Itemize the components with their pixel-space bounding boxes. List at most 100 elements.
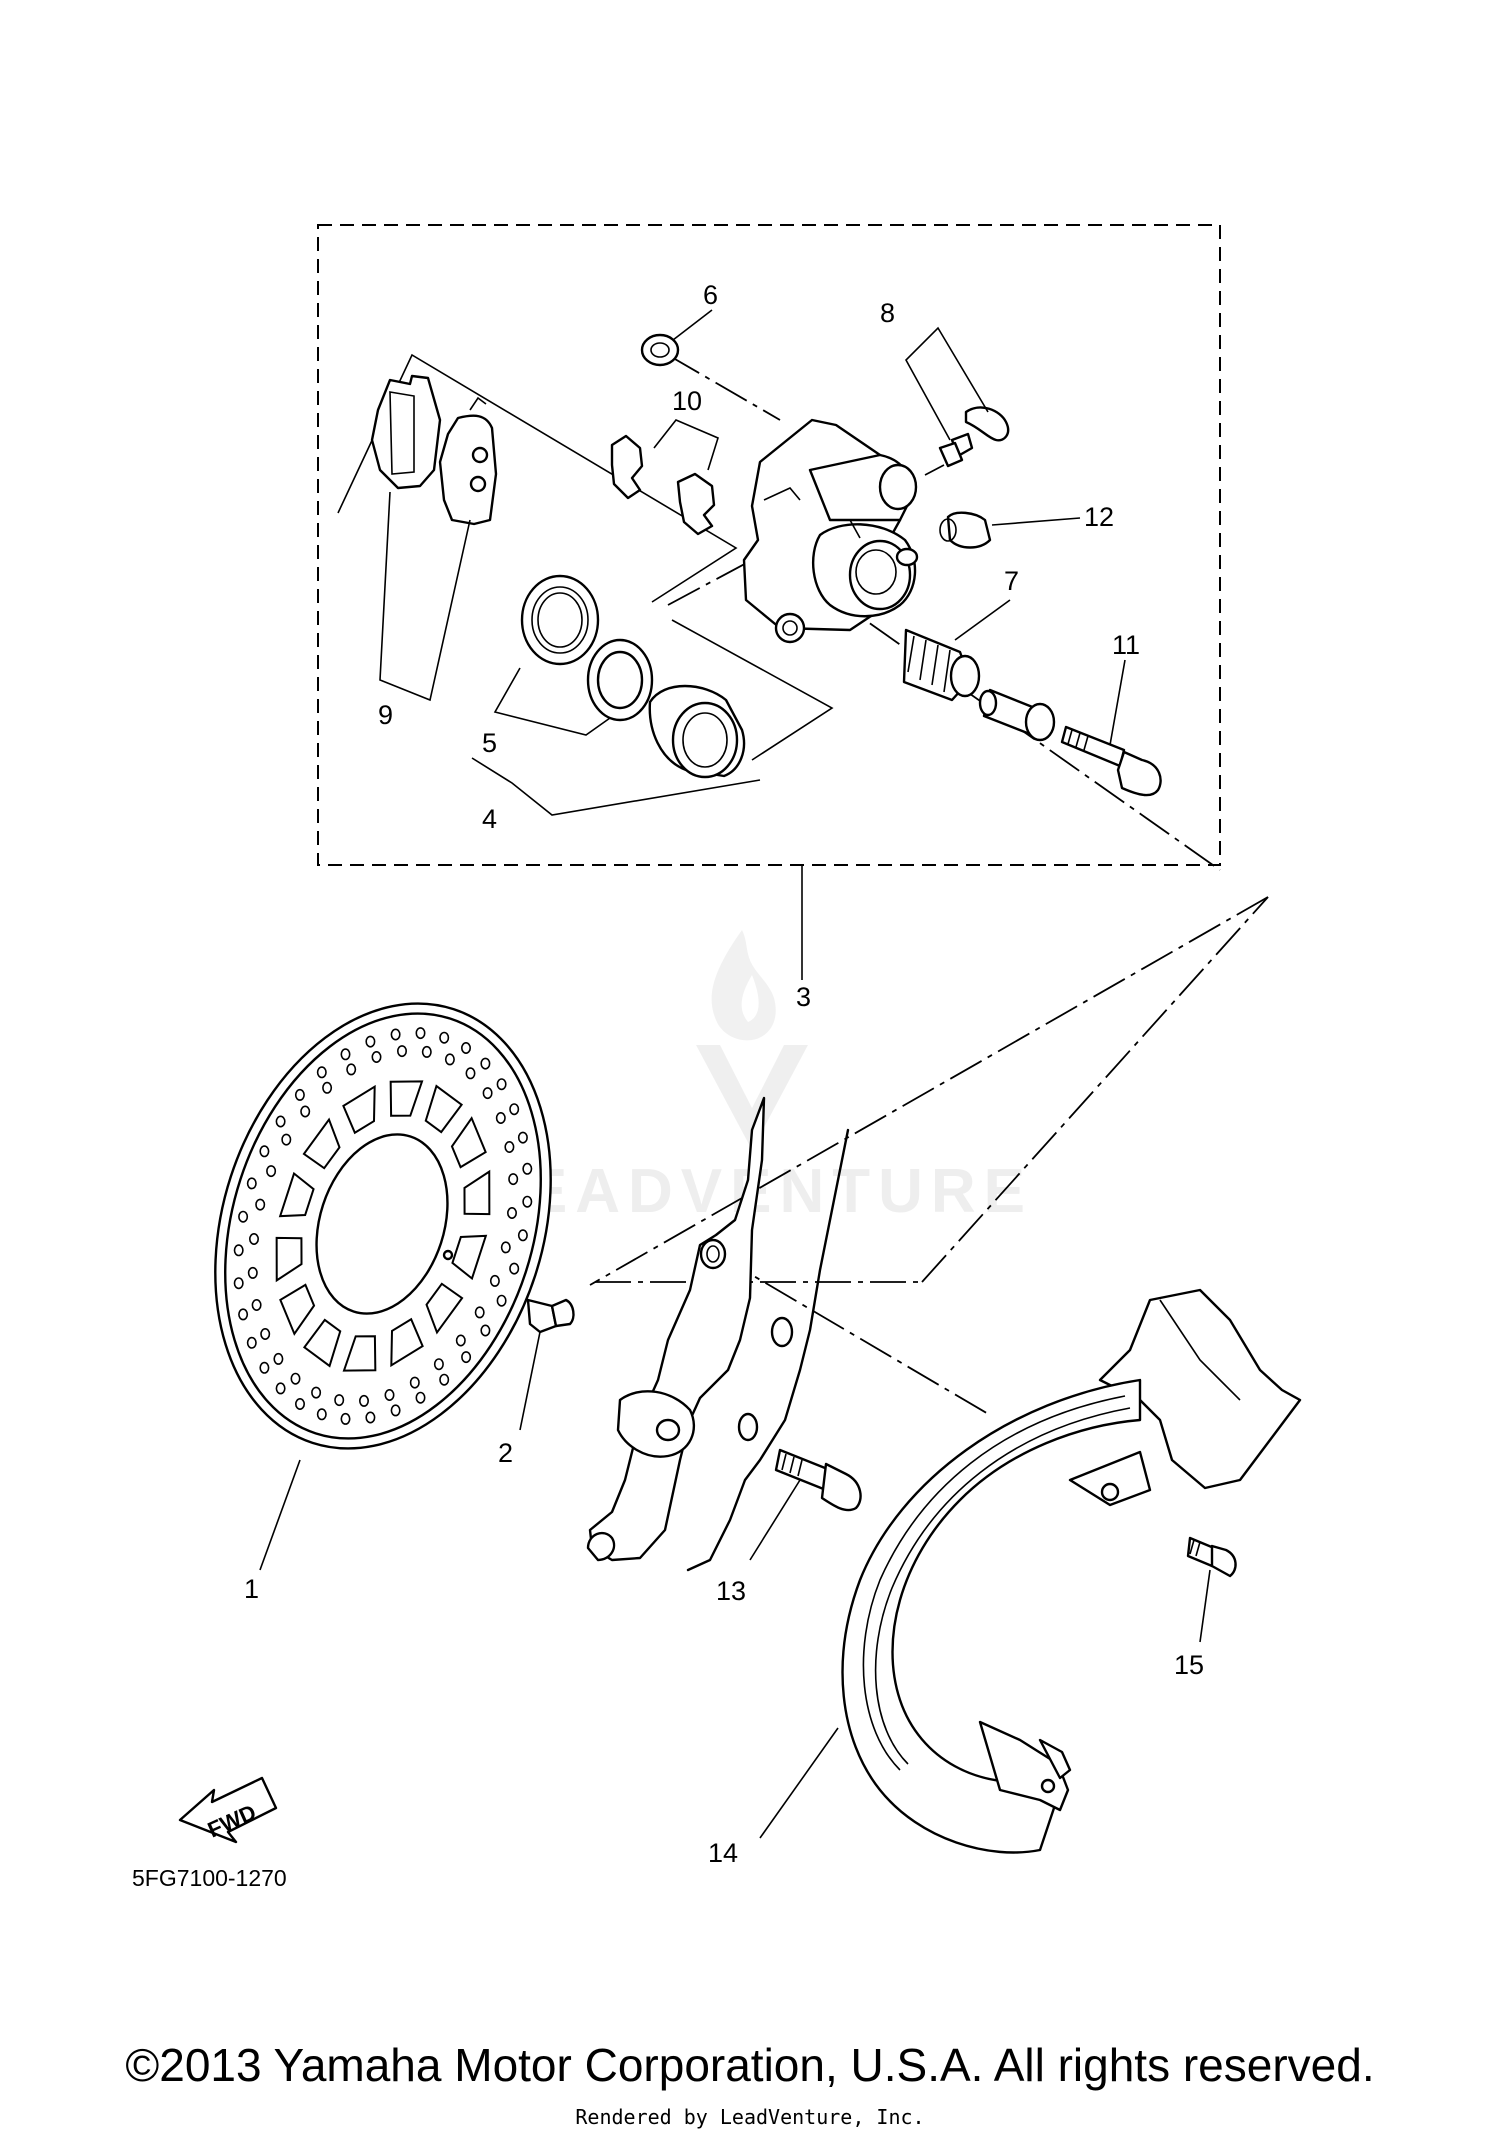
disc-hole [522, 1162, 533, 1175]
disc-slot [342, 1335, 377, 1372]
diagram-part-code: 5FG7100-1270 [132, 1865, 287, 1891]
disc-slot [450, 1116, 487, 1169]
disc-hole [322, 1081, 333, 1094]
disc-hole [460, 1042, 471, 1055]
disc-hole [246, 1336, 257, 1349]
callout-4: 4 [482, 804, 497, 834]
callout-9: 9 [378, 700, 393, 730]
disc-hole [233, 1244, 244, 1257]
disc-hole [480, 1057, 491, 1070]
disc-slot [463, 1169, 491, 1216]
disc-hole [390, 1028, 401, 1041]
disc-hole [290, 1372, 301, 1385]
disc-hole [275, 1115, 286, 1128]
front-fork-leg [586, 1096, 850, 1572]
bleed-screw [905, 326, 1010, 476]
callout-14: 14 [708, 1838, 738, 1868]
callout-10: 10 [672, 386, 702, 416]
disc-hole [415, 1391, 426, 1404]
disc-hole [371, 1051, 382, 1064]
disc-hole [480, 1324, 491, 1337]
fwd-arrow-icon: FWD [178, 1776, 278, 1844]
callout-1: 1 [244, 1574, 259, 1604]
disc-hole [439, 1373, 450, 1386]
disc-hole [504, 1141, 515, 1154]
disc-slot [424, 1084, 464, 1134]
disc-hole [444, 1053, 455, 1066]
caliper-pin [978, 688, 1056, 742]
fork-bolt [749, 1448, 862, 1561]
disc-slot [390, 1317, 424, 1368]
disc-hole [247, 1266, 258, 1279]
disc-hole [496, 1294, 507, 1307]
disc-slot [278, 1171, 315, 1218]
pin-boot [902, 599, 1011, 702]
disc-slot [389, 1080, 424, 1117]
disc-guard [759, 1288, 1302, 1854]
disc-hole [509, 1103, 520, 1116]
disc-hole [496, 1078, 507, 1091]
disc-hole [251, 1299, 262, 1312]
disc-hole [365, 1411, 376, 1424]
disc-hole [365, 1035, 376, 1048]
disc-hole [260, 1328, 271, 1341]
pad-clips [610, 419, 719, 536]
callout-13: 13 [716, 1576, 746, 1606]
callout-15: 15 [1174, 1650, 1204, 1680]
piston-seals [493, 574, 654, 736]
disc-hole [255, 1198, 266, 1211]
disc-hole [439, 1031, 450, 1044]
disc-slot [302, 1117, 341, 1170]
callout-11: 11 [1112, 630, 1140, 660]
disc-hole [474, 1306, 485, 1319]
disc-hole [508, 1173, 519, 1186]
disc-hole [461, 1351, 472, 1364]
disc-hole [316, 1408, 327, 1421]
disc-hole [238, 1308, 249, 1321]
disc-hole [249, 1233, 260, 1246]
disc-hole [259, 1145, 270, 1158]
disc-hole [509, 1262, 520, 1275]
disc-hole [409, 1376, 420, 1389]
copyright-notice: ©2013 Yamaha Motor Corporation, U.S.A. A… [125, 2039, 1375, 2091]
disc-hole [281, 1133, 292, 1146]
disc-hole [346, 1063, 357, 1076]
disc-hole [334, 1394, 345, 1407]
guard-bolt [1186, 1536, 1237, 1643]
disc-hole [294, 1088, 305, 1101]
disc-hole [300, 1105, 311, 1118]
brake-disc [214, 1002, 552, 1571]
caliper-bolt [1060, 659, 1162, 797]
disc-hole [415, 1027, 426, 1040]
disc-hole [384, 1389, 395, 1402]
disc-slot [275, 1236, 303, 1283]
disc-slot [302, 1318, 342, 1368]
callout-12: 12 [1084, 502, 1114, 532]
disc-hole [433, 1358, 444, 1371]
disc-hole [455, 1334, 466, 1347]
caliper-body [742, 418, 919, 644]
disc-hole [500, 1241, 511, 1254]
disc-hole [482, 1087, 493, 1100]
disc-hole [522, 1195, 533, 1208]
disc-hole [316, 1066, 327, 1079]
callout-7: 7 [1004, 566, 1019, 596]
callout-6: 6 [703, 280, 718, 310]
caliper-piston [471, 684, 761, 816]
disc-slot [451, 1234, 488, 1281]
disc-hole [340, 1412, 351, 1425]
disc-hole [233, 1277, 244, 1290]
disc-hole [517, 1229, 528, 1242]
disc-slot [279, 1283, 316, 1336]
disc-hole [506, 1207, 517, 1220]
disc-hole [275, 1382, 286, 1395]
disc-hole [489, 1274, 500, 1287]
caliper-assembly-box [317, 224, 1221, 866]
disc-hole [465, 1067, 476, 1080]
disc-hole [340, 1048, 351, 1061]
callout-8: 8 [880, 298, 895, 328]
disc-hole [421, 1045, 432, 1058]
bleed-screw-cap [640, 309, 713, 367]
callout-5: 5 [482, 728, 497, 758]
